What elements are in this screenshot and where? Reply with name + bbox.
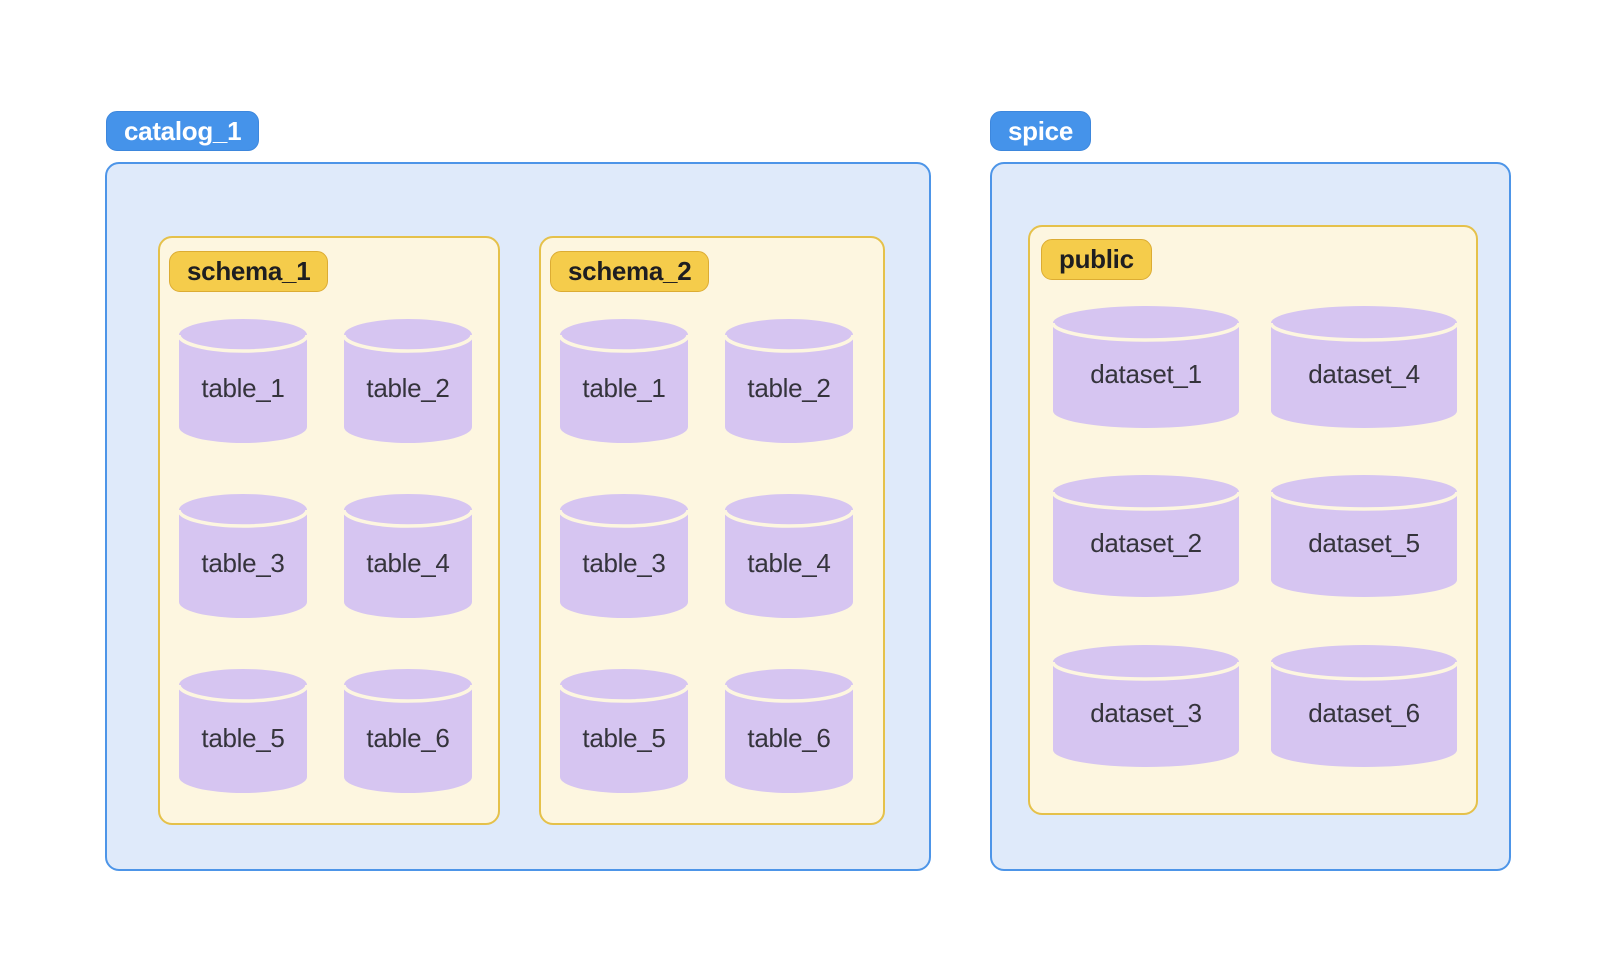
database-cylinder-icon — [1053, 645, 1239, 767]
dataset-cylinder: dataset_1 — [1053, 306, 1239, 428]
database-cylinder-icon — [1271, 475, 1457, 597]
dataset-name: dataset_4 — [1308, 358, 1420, 389]
dataset-name: dataset_1 — [1090, 358, 1202, 389]
database-cylinder-icon — [725, 669, 853, 793]
catalog-1-chip: catalog_1 — [106, 111, 260, 151]
dataset-name: dataset_3 — [1090, 697, 1202, 728]
table-cylinder: table_2 — [344, 319, 472, 443]
database-cylinder-icon — [1271, 306, 1457, 428]
public-chip: public — [1041, 239, 1152, 280]
table-cylinder: table_6 — [344, 669, 472, 793]
table-cylinder: table_6 — [725, 669, 853, 793]
database-cylinder-icon — [344, 494, 472, 618]
dataset-name: dataset_6 — [1308, 697, 1420, 728]
schema-1-chip-label: schema_1 — [187, 256, 311, 286]
database-cylinder-icon — [560, 669, 688, 793]
table-cylinder: table_5 — [560, 669, 688, 793]
spice-catalog-chip: spice — [990, 111, 1091, 151]
database-cylinder-icon — [344, 669, 472, 793]
schema-2-chip-label: schema_2 — [568, 256, 692, 286]
database-cylinder-icon — [179, 669, 307, 793]
dataset-cylinder: dataset_6 — [1271, 645, 1457, 767]
database-cylinder-icon — [344, 319, 472, 443]
dataset-cylinder: dataset_2 — [1053, 475, 1239, 597]
database-cylinder-icon — [1271, 645, 1457, 767]
catalog-1-chip-label: catalog_1 — [124, 115, 242, 146]
table-name: table_3 — [201, 547, 285, 578]
dataset-name: dataset_5 — [1308, 527, 1420, 558]
table-name: table_6 — [747, 722, 831, 753]
schema-2-chip: schema_2 — [550, 251, 710, 292]
table-name: table_4 — [366, 547, 450, 578]
database-cylinder-icon — [1053, 306, 1239, 428]
table-name: table_3 — [582, 547, 666, 578]
spice-container: public dataset_1 dataset_4 dataset_2 dat… — [990, 162, 1511, 871]
public-chip-label: public — [1059, 244, 1134, 274]
table-cylinder: table_2 — [725, 319, 853, 443]
table-name: table_5 — [582, 722, 666, 753]
table-cylinder: table_5 — [179, 669, 307, 793]
table-cylinder: table_3 — [179, 494, 307, 618]
dataset-cylinder: dataset_4 — [1271, 306, 1457, 428]
database-cylinder-icon — [1053, 475, 1239, 597]
database-cylinder-icon — [725, 319, 853, 443]
spice-chip-label: spice — [1008, 115, 1073, 146]
public-schema-box: public dataset_1 dataset_4 dataset_2 dat… — [1028, 225, 1478, 815]
schema-1-chip: schema_1 — [169, 251, 329, 292]
database-cylinder-icon — [725, 494, 853, 618]
database-cylinder-icon — [179, 319, 307, 443]
database-cylinder-icon — [179, 494, 307, 618]
table-name: table_4 — [747, 547, 831, 578]
catalog-1-container: schema_1 table_1 table_2 table_3 table_4… — [105, 162, 931, 871]
table-name: table_2 — [747, 372, 831, 403]
table-name: table_5 — [201, 722, 285, 753]
schema-2-box: schema_2 table_1 table_2 table_3 table_4… — [539, 236, 885, 825]
table-name: table_2 — [366, 372, 450, 403]
table-name: table_1 — [582, 372, 666, 403]
table-name: table_6 — [366, 722, 450, 753]
table-cylinder: table_4 — [725, 494, 853, 618]
table-cylinder: table_1 — [179, 319, 307, 443]
table-cylinder: table_4 — [344, 494, 472, 618]
database-cylinder-icon — [560, 494, 688, 618]
table-cylinder: table_3 — [560, 494, 688, 618]
dataset-cylinder: dataset_3 — [1053, 645, 1239, 767]
dataset-name: dataset_2 — [1090, 527, 1202, 558]
schema-1-box: schema_1 table_1 table_2 table_3 table_4… — [158, 236, 500, 825]
table-cylinder: table_1 — [560, 319, 688, 443]
dataset-cylinder: dataset_5 — [1271, 475, 1457, 597]
database-cylinder-icon — [560, 319, 688, 443]
table-name: table_1 — [201, 372, 285, 403]
